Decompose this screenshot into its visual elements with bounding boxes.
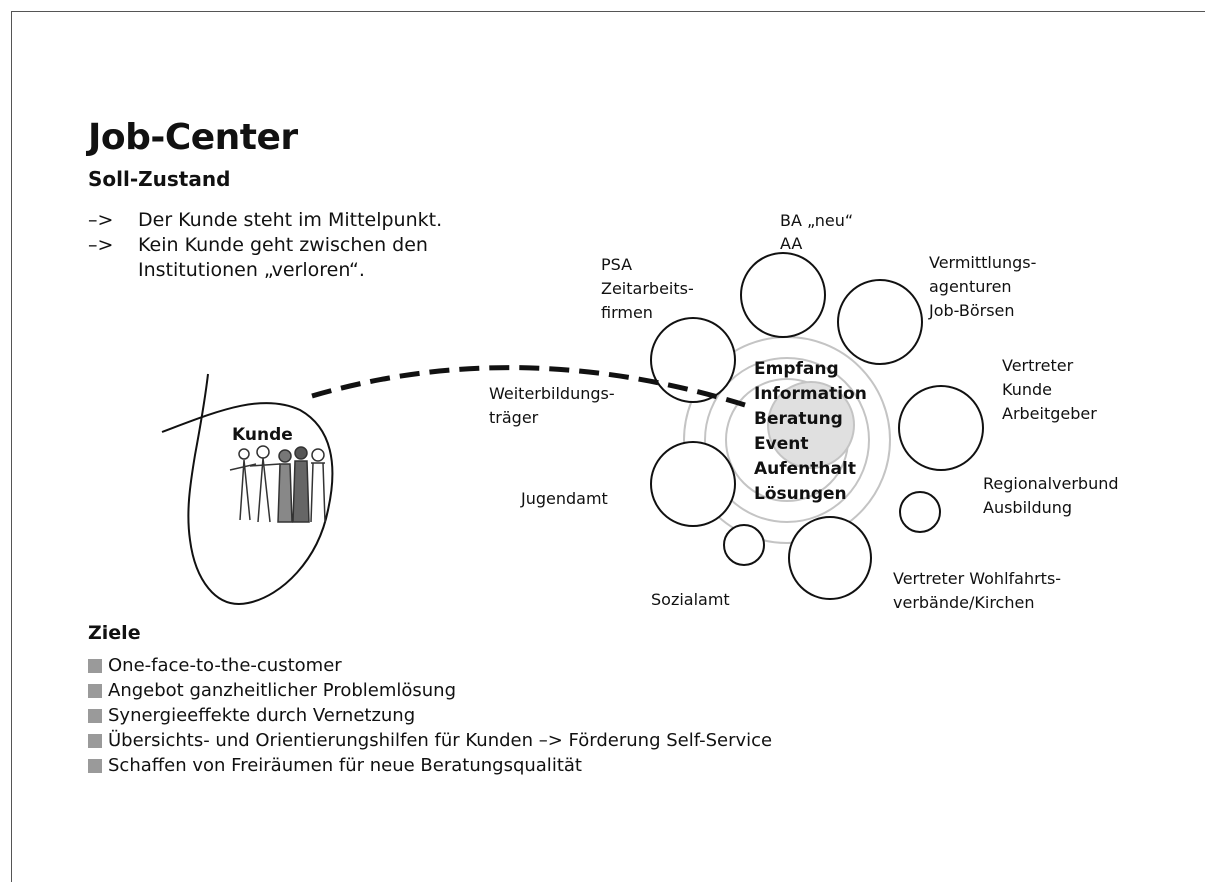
partner-label-regional: Ausbildung xyxy=(983,498,1072,517)
partner-circle-psa xyxy=(650,317,736,403)
partner-circle-ba xyxy=(740,252,826,338)
ring-3 xyxy=(704,357,870,523)
partner-label-jugendamt: Jugendamt xyxy=(520,489,608,508)
goals-list: One-face-to-the-customer Angebot ganzhei… xyxy=(88,653,772,778)
center-line: Empfang xyxy=(754,359,839,379)
partner-label-vertreter-kunde: Kunde xyxy=(1002,380,1052,399)
customer-label: Kunde xyxy=(232,425,293,445)
customer-boundary xyxy=(161,373,334,605)
statement-item: –> Der Kunde steht im Mittelpunkt. xyxy=(88,208,442,233)
partner-label-vertreter-kunde: Arbeitgeber xyxy=(1002,404,1097,423)
partner-label-regional: Regionalverbund xyxy=(983,474,1119,493)
partner-label-wohlfahrt: verbände/Kirchen xyxy=(893,593,1034,612)
core-circle xyxy=(767,381,855,469)
partner-label-psa: firmen xyxy=(601,303,653,322)
page-title: Job-Center xyxy=(88,117,298,158)
arrow-icon: –> xyxy=(88,234,114,256)
partner-circle-sozialamt xyxy=(723,524,765,566)
statement-text: Kein Kunde geht zwischen den xyxy=(138,234,428,256)
partner-label-vermittlung: Job-Börsen xyxy=(928,301,1015,320)
center-line: Information xyxy=(754,384,867,404)
statement-item: –> Kein Kunde geht zwischen den xyxy=(88,233,442,258)
goal-text: Synergieeffekte durch Vernetzung xyxy=(108,705,416,726)
people-figure-icon xyxy=(229,445,326,523)
square-bullet-icon xyxy=(88,733,102,748)
partner-label-vermittlung: Vermittlungs- xyxy=(929,253,1036,272)
goal-text: Angebot ganzheitlicher Problemlösung xyxy=(108,680,457,701)
partner-circle-regional xyxy=(899,491,941,533)
partner-label-psa: PSA xyxy=(601,255,632,274)
goal-text: Schaffen von Freiräumen für neue Beratun… xyxy=(108,755,582,776)
statement-continuation: Institutionen „verloren“. xyxy=(138,259,365,281)
partner-label-psa: Zeitarbeits- xyxy=(601,279,694,298)
goal-item: Schaffen von Freiräumen für neue Beratun… xyxy=(88,753,772,778)
partner-label-vermittlung: agenturen xyxy=(929,277,1012,296)
goal-text: Übersichts- und Orientierungshilfen für … xyxy=(108,730,773,751)
partner-label-sozialamt: Sozialamt xyxy=(651,590,730,609)
center-line: Lösungen xyxy=(754,484,847,504)
center-line: Beratung xyxy=(754,409,843,429)
arrow-icon: –> xyxy=(88,209,114,231)
partner-circle-vermittlung xyxy=(837,279,923,365)
goal-item: One-face-to-the-customer xyxy=(88,653,772,678)
statement-list: –> Der Kunde steht im Mittelpunkt. –> Ke… xyxy=(88,208,442,283)
goal-item: Übersichts- und Orientierungshilfen für … xyxy=(88,728,772,753)
partner-label-ba: AA xyxy=(780,234,802,253)
partner-label-weiterbildung: träger xyxy=(489,408,539,427)
slide-frame xyxy=(11,11,1205,882)
square-bullet-icon xyxy=(88,683,102,698)
partner-circle-vertreter-kunde xyxy=(898,385,984,471)
partner-label-vertreter-kunde: Vertreter xyxy=(1002,356,1074,375)
goal-item: Synergieeffekte durch Vernetzung xyxy=(88,703,772,728)
center-line: Event xyxy=(754,434,808,454)
goal-text: One-face-to-the-customer xyxy=(108,655,342,676)
partner-label-ba: BA „neu“ xyxy=(780,211,853,230)
connection-dashed-line xyxy=(311,365,746,408)
partner-label-weiterbildung: Weiterbildungs- xyxy=(489,384,615,403)
goals-heading: Ziele xyxy=(88,622,141,644)
square-bullet-icon xyxy=(88,758,102,773)
partner-circle-wohlfahrt xyxy=(788,516,872,600)
partner-circle-jugendamt xyxy=(650,441,736,527)
statement-text: Der Kunde steht im Mittelpunkt. xyxy=(138,209,443,231)
partner-label-wohlfahrt: Vertreter Wohlfahrts- xyxy=(893,569,1061,588)
page-subtitle: Soll-Zustand xyxy=(88,167,231,191)
center-line: Aufenthalt xyxy=(754,459,856,479)
square-bullet-icon xyxy=(88,658,102,673)
goal-item: Angebot ganzheitlicher Problemlösung xyxy=(88,678,772,703)
square-bullet-icon xyxy=(88,708,102,723)
